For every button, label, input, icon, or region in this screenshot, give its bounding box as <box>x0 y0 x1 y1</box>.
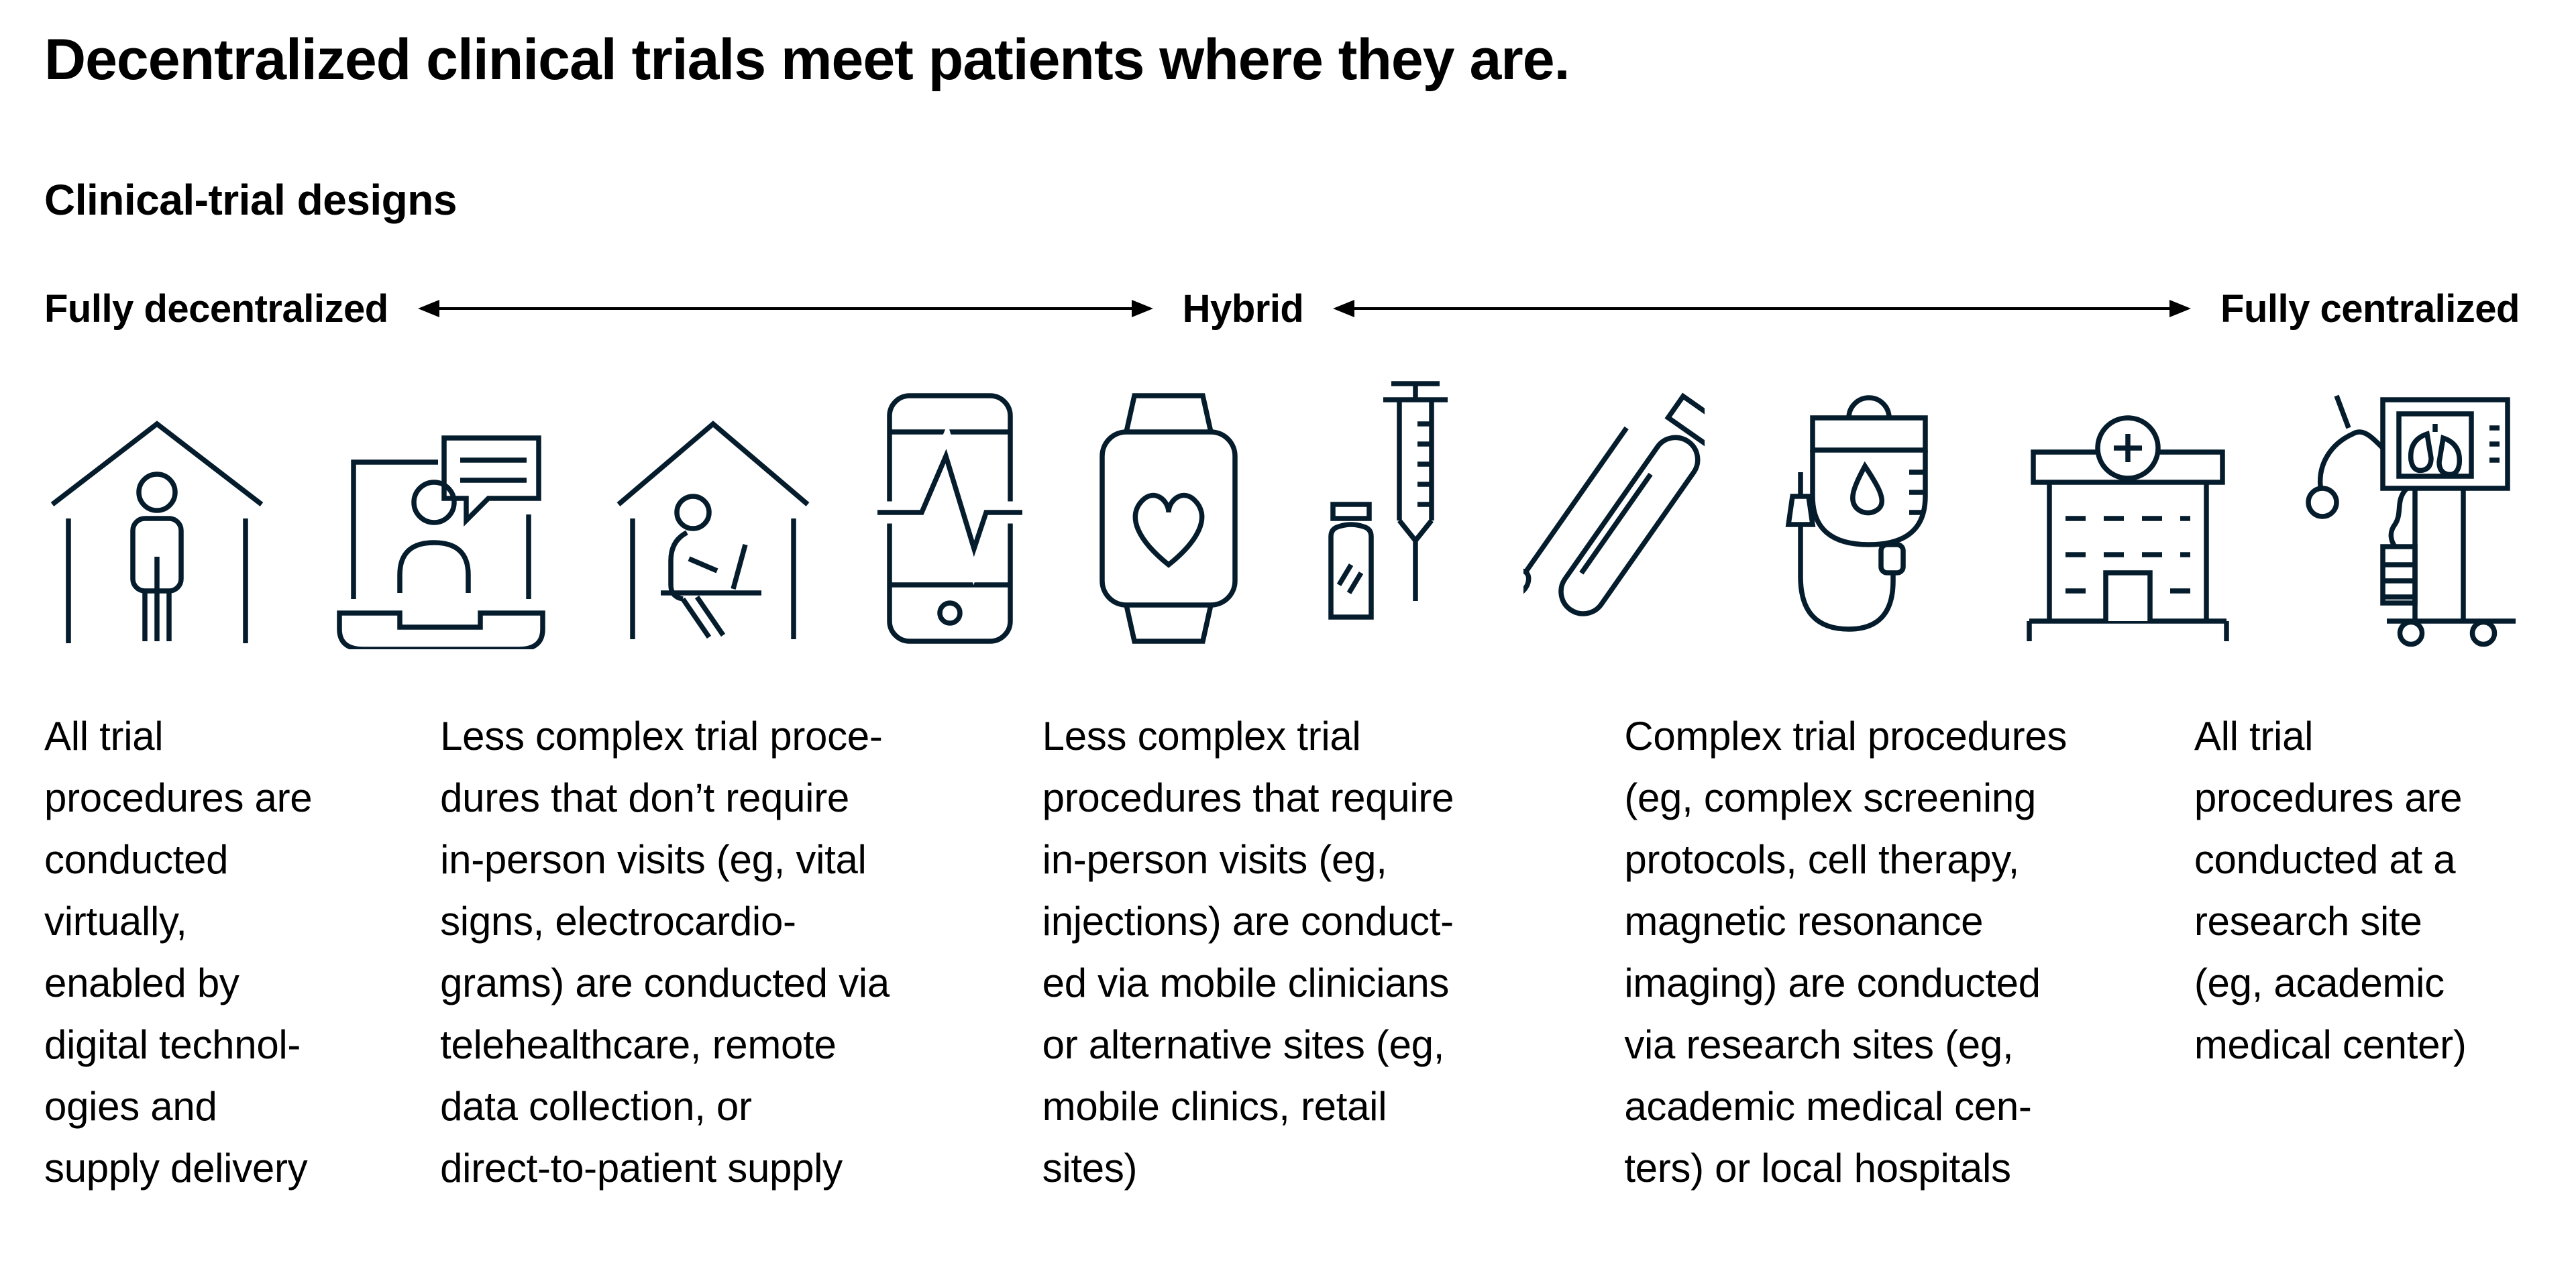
swab-test-tube-icon <box>1523 376 1705 649</box>
telehealth-video-call-icon <box>333 398 549 649</box>
syringe-vial-icon <box>1315 376 1460 649</box>
axis-label-fully-centralized: Fully centralized <box>2220 286 2520 331</box>
phone-ecg-icon <box>877 388 1022 649</box>
description-fully-virtual: All trial procedures are conducted virtu… <box>44 713 313 1191</box>
page-title: Decentralized clinical trials meet patie… <box>44 28 1570 92</box>
double-arrow-left-icon <box>417 299 1153 318</box>
smartwatch-heart-icon <box>1086 388 1251 649</box>
ventilator-machine-icon <box>2294 372 2520 649</box>
section-title: Clinical-trial designs <box>44 175 457 224</box>
descriptions-row: All trial procedures are conducted virtu… <box>44 706 2520 1199</box>
description-fully-centralized: All trial procedures are conducted at a … <box>2194 713 2467 1067</box>
hospital-building-icon <box>2025 404 2231 649</box>
arrowhead-right-icon <box>1131 300 1153 318</box>
arrowhead-left-icon <box>417 300 439 318</box>
description-research-sites: Complex trial procedures (eg, complex sc… <box>1624 713 2068 1191</box>
double-arrow-right-icon <box>1333 299 2192 318</box>
spectrum-axis: Fully decentralized Hybrid Fully central… <box>44 286 2520 331</box>
axis-label-fully-decentralized: Fully decentralized <box>44 286 388 331</box>
patient-at-home-icon <box>44 412 270 649</box>
arrowhead-right-icon <box>2169 300 2192 318</box>
axis-label-hybrid: Hybrid <box>1182 286 1304 331</box>
description-mobile-clinicians: Less complex trial procedures that requi… <box>1042 713 1454 1191</box>
icons-row <box>44 370 2520 649</box>
arrowhead-left-icon <box>1333 300 1355 318</box>
iv-drip-bag-icon <box>1768 384 1962 649</box>
description-telehealth: Less complex trial proce- dures that don… <box>440 713 890 1191</box>
remote-work-at-home-icon <box>612 408 814 649</box>
